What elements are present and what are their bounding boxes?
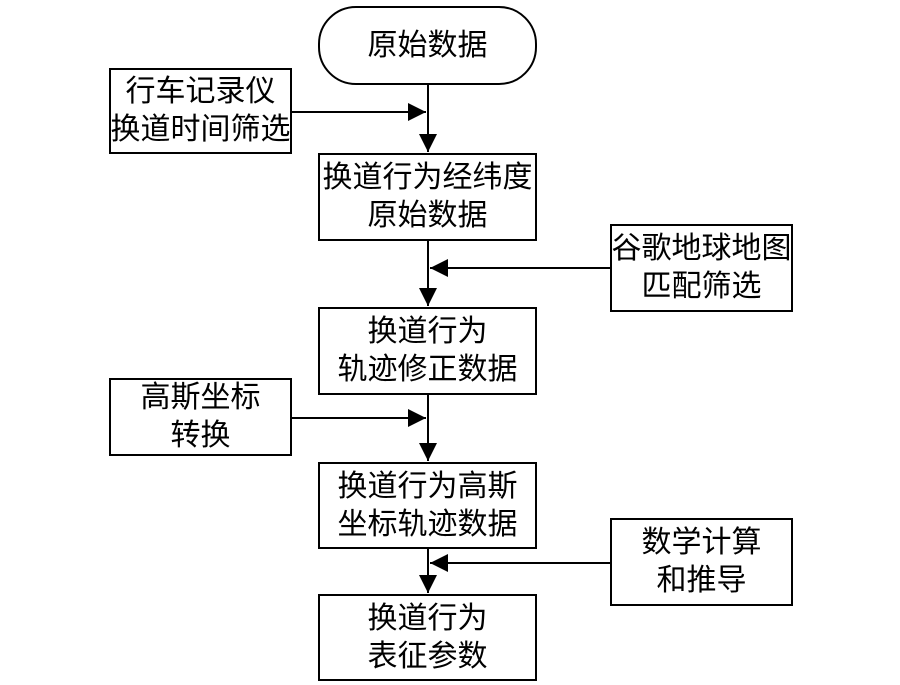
side-input-gauss-conversion: 高斯坐标 转换 — [109, 378, 292, 456]
step1-line2: 原始数据 — [367, 198, 488, 233]
side4-line2: 和推导 — [656, 563, 747, 598]
process-step-gauss-trajectory: 换道行为高斯 坐标轨迹数据 — [318, 462, 537, 549]
side-input-math-derivation: 数学计算 和推导 — [610, 518, 793, 606]
step2-line2: 轨迹修正数据 — [337, 352, 518, 387]
start-node-label: 原始数据 — [367, 27, 488, 63]
process-step-characterization-params: 换道行为 表征参数 — [318, 594, 537, 681]
start-node: 原始数据 — [318, 6, 537, 85]
side2-line2: 匹配筛选 — [641, 269, 762, 304]
side1-line1: 行车记录仪 — [125, 74, 276, 109]
process-step-latlon-raw: 换道行为经纬度 原始数据 — [318, 153, 537, 241]
step2-line1: 换道行为 — [367, 314, 488, 349]
side1-line2: 换道时间筛选 — [110, 112, 291, 147]
process-step-trajectory-corrected: 换道行为 轨迹修正数据 — [318, 307, 537, 395]
step4-line1: 换道行为 — [367, 600, 488, 636]
step4-line2: 表征参数 — [367, 638, 488, 674]
step1-line1: 换道行为经纬度 — [322, 160, 533, 195]
side3-line2: 转换 — [170, 418, 231, 453]
side4-line1: 数学计算 — [641, 525, 762, 560]
side3-line1: 高斯坐标 — [140, 380, 261, 415]
side-input-google-earth-match: 谷歌地球地图 匹配筛选 — [610, 224, 793, 312]
side-input-dashcam-filter: 行车记录仪 换道时间筛选 — [109, 68, 292, 154]
step3-line1: 换道行为高斯 — [337, 468, 518, 504]
step3-line2: 坐标轨迹数据 — [337, 506, 518, 542]
side2-line1: 谷歌地球地图 — [611, 231, 792, 266]
